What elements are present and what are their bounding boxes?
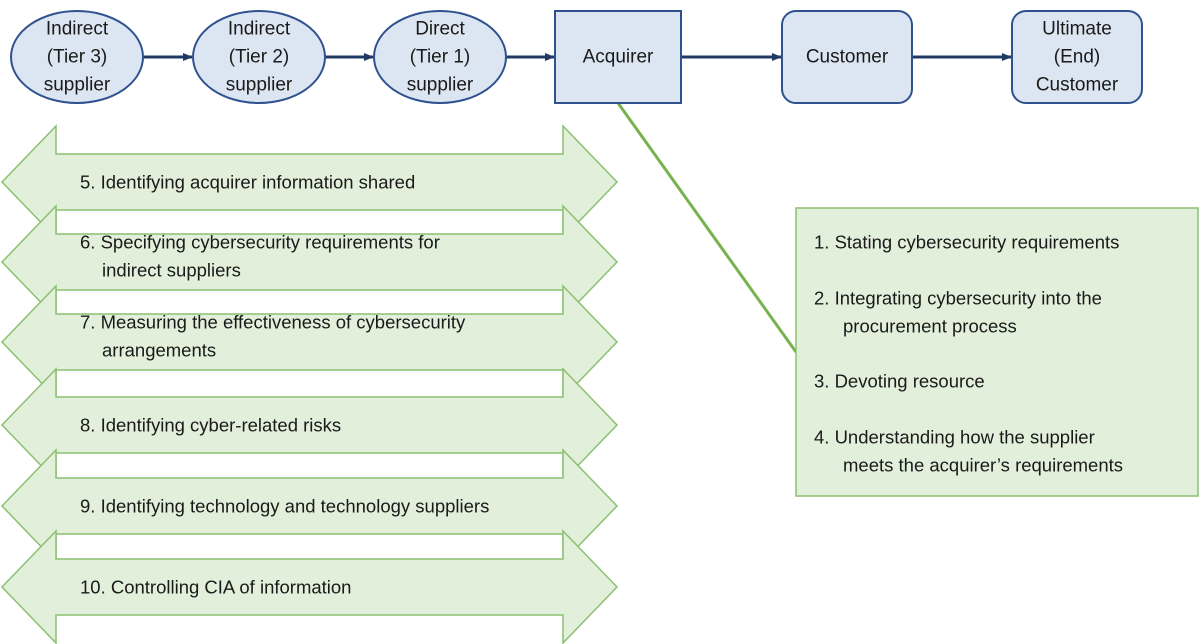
- end-customer-node: Ultimate (End) Customer: [1011, 10, 1143, 104]
- tier1-supplier-node: Direct (Tier 1) supplier: [373, 10, 507, 104]
- acquirer-callout-connector: [616, 102, 798, 353]
- node-label: supplier: [407, 75, 474, 96]
- acquirer-requirements-box: 1. Stating cybersecurity requirements 2. …: [795, 207, 1199, 497]
- node-shape: [373, 10, 507, 104]
- node-shape: [1011, 10, 1143, 104]
- node-label: Ultimate: [1042, 19, 1112, 40]
- double-arrow-shape: [0, 529, 619, 644]
- requirement-label: procurement process: [843, 316, 1017, 337]
- requirement-label: 4. Understanding how the supplier: [814, 427, 1095, 448]
- node-label: (Tier 1): [410, 47, 471, 68]
- requirement-label: 3. Devoting resource: [814, 371, 985, 392]
- node-label: Customer: [1036, 75, 1119, 96]
- node-label: Acquirer: [583, 47, 654, 68]
- activity-label: indirect suppliers: [102, 260, 241, 281]
- requirements-layer: 1. Stating cybersecurity requirements 2. …: [795, 207, 1199, 497]
- requirement-label: 2. Integrating cybersecurity into the: [814, 288, 1102, 309]
- node-shape: [192, 10, 326, 104]
- node-label: (Tier 2): [229, 47, 290, 68]
- activity-arrow-7: 7. Measuring the effectiveness of cybers…: [0, 284, 619, 400]
- requirement-label: meets the acquirer’s requirements: [843, 455, 1123, 476]
- activity-label: 6. Specifying cybersecurity requirements…: [80, 232, 440, 253]
- activity-arrow-9: 9. Identifying technology and technology…: [0, 448, 619, 564]
- requirement-label: 1. Stating cybersecurity requirements: [814, 232, 1119, 253]
- activity-label: 7. Measuring the effectiveness of cybers…: [80, 312, 466, 333]
- tier2-supplier-node: Indirect (Tier 2) supplier: [192, 10, 326, 104]
- customer-node: Customer: [781, 10, 913, 104]
- node-label: Customer: [806, 47, 889, 68]
- requirements-box-shape: [795, 207, 1199, 497]
- activity-arrow-8: 8. Identifying cyber-related risks: [0, 367, 619, 483]
- node-label: Indirect: [228, 19, 291, 40]
- requirement-item-3: 3. Devoting resource: [814, 371, 985, 392]
- node-label: (End): [1054, 47, 1100, 68]
- node-label: supplier: [44, 75, 111, 96]
- activity-label: 10. Controlling CIA of information: [80, 577, 351, 598]
- node-label: Indirect: [46, 19, 109, 40]
- node-shape: [781, 10, 913, 104]
- acquirer-node: Acquirer: [554, 10, 682, 104]
- activity-bands-layer: 5. Identifying acquirer information shar…: [0, 124, 619, 644]
- requirement-item-2: 2. Integrating cybersecurity into the pro…: [814, 288, 1102, 337]
- supply-chain-nodes-layer: Indirect (Tier 3) supplier Indirect (Tier 2)…: [10, 10, 1143, 104]
- double-arrow-shape: [0, 284, 619, 400]
- tier3-supplier-node: Indirect (Tier 3) supplier: [10, 10, 144, 104]
- node-label: (Tier 3): [47, 47, 108, 68]
- activity-arrow-6: 6. Specifying cybersecurity requirements…: [0, 204, 619, 320]
- activity-arrow-10: 10. Controlling CIA of information: [0, 529, 619, 644]
- node-shape: [554, 10, 682, 104]
- activity-label: 8. Identifying cyber-related risks: [80, 415, 341, 436]
- requirement-item-1: 1. Stating cybersecurity requirements: [814, 232, 1119, 253]
- requirement-item-4: 4. Understanding how the supplier meets t…: [814, 427, 1123, 476]
- node-label: Direct: [415, 19, 465, 40]
- activity-arrow-5: 5. Identifying acquirer information shar…: [0, 124, 619, 240]
- node-label: supplier: [226, 75, 293, 96]
- double-arrow-shape: [0, 204, 619, 320]
- activity-label: arrangements: [102, 340, 216, 361]
- activity-label: 9. Identifying technology and technology…: [80, 496, 489, 517]
- node-shape: [10, 10, 144, 104]
- activity-label: 5. Identifying acquirer information shar…: [80, 172, 415, 193]
- connector-layer: [616, 102, 798, 353]
